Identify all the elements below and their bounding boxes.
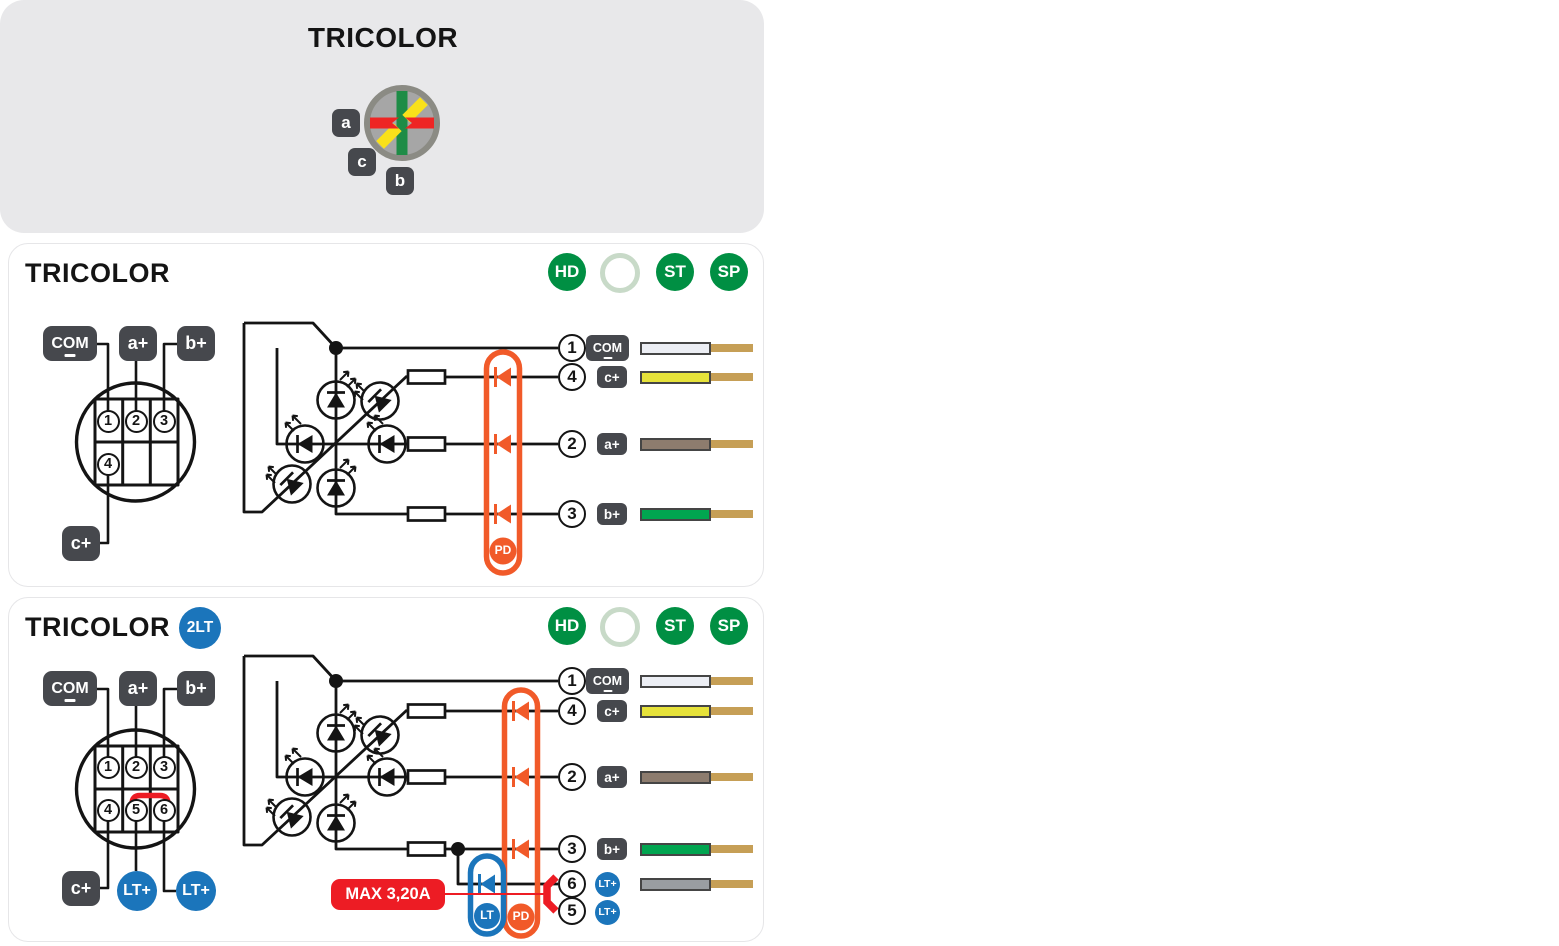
- pin-label-com: COM: [43, 326, 97, 361]
- wire-tip: [711, 773, 753, 781]
- connector-end-view-icon: [364, 85, 440, 161]
- wire-tip: [711, 677, 753, 685]
- com-minus-underline: [603, 356, 612, 359]
- badge-sp: SP: [710, 607, 748, 645]
- max-current-badge: MAX 3,20A: [331, 879, 445, 910]
- variant-badge-2lt: 2LT: [179, 607, 221, 649]
- badge-hd: HD: [548, 607, 586, 645]
- output-label-c-plus: c+: [597, 366, 627, 388]
- output-label-lt-plus: LT+: [595, 871, 620, 897]
- pin-6: 6: [152, 798, 176, 822]
- page-title: TRICOLOR: [307, 22, 459, 53]
- pin-label-c-plus: c+: [62, 871, 100, 906]
- pd-label: PD: [512, 909, 530, 923]
- pin-label-c-plus: c+: [62, 526, 100, 561]
- pin-label-com: COM: [43, 671, 97, 706]
- wire-green: [640, 842, 711, 856]
- output-label-b-plus: b+: [597, 838, 627, 860]
- pin-label-b-plus: b+: [177, 671, 215, 706]
- com-minus-underline: [64, 699, 76, 702]
- output-circle-3: 3: [558, 500, 586, 528]
- pin-1: 1: [96, 755, 120, 779]
- badge-hd: HD: [548, 253, 586, 291]
- wire-yellow: [640, 704, 711, 718]
- output-label-b-plus: b+: [597, 503, 627, 525]
- wire-tip: [711, 707, 753, 715]
- pin-3: 3: [152, 409, 176, 433]
- badge-st: ST: [656, 253, 694, 291]
- wire-brown: [640, 437, 711, 451]
- output-label-c-plus: c+: [597, 700, 627, 722]
- wire-green: [640, 507, 711, 521]
- com-minus-underline: [603, 689, 612, 692]
- panel2-title: TRICOLOR: [25, 612, 170, 642]
- output-circle-1: 1: [558, 334, 586, 362]
- output-label-com-text: COM: [592, 674, 623, 688]
- badge-st: ST: [656, 607, 694, 645]
- badge-empty-circle: [600, 607, 640, 647]
- wire-tip: [711, 845, 753, 853]
- pin-2: 2: [124, 755, 148, 779]
- output-circle-4: 4: [558, 697, 586, 725]
- pin-label-a-plus: a+: [119, 671, 157, 706]
- wire-yellow: [640, 370, 711, 384]
- output-circle-2: 2: [558, 763, 586, 791]
- pin-label-com-text: COM: [51, 679, 89, 697]
- output-circle-1: 1: [558, 667, 586, 695]
- badge-empty-circle: [600, 253, 640, 293]
- output-label-a-plus: a+: [597, 766, 627, 788]
- badge-sp: SP: [710, 253, 748, 291]
- wire-white: [640, 341, 711, 355]
- output-circle-3: 3: [558, 835, 586, 863]
- wire-tip: [711, 440, 753, 448]
- output-circle-5: 5: [558, 897, 586, 925]
- pin-4: 4: [96, 452, 120, 476]
- pin-3: 3: [152, 755, 176, 779]
- wire-white: [640, 674, 711, 688]
- wire-brown: [640, 770, 711, 784]
- output-circle-4: 4: [558, 363, 586, 391]
- pin-label-com-text: COM: [51, 334, 89, 352]
- pin-4: 4: [96, 798, 120, 822]
- pin-5: 5: [124, 798, 148, 822]
- pin-2: 2: [124, 409, 148, 433]
- pin-1: 1: [96, 409, 120, 433]
- wire-tip: [711, 880, 753, 888]
- panel1-title: TRICOLOR: [25, 258, 170, 288]
- wire-tip: [711, 510, 753, 518]
- pd-label: PD: [494, 543, 512, 557]
- tricolor-panel: [8, 243, 764, 587]
- output-label-lt-plus: LT+: [595, 899, 620, 925]
- output-label-com: COM: [586, 335, 629, 361]
- wire-gray: [640, 877, 711, 891]
- pin-label-lt-plus: LT+: [176, 871, 216, 911]
- lt-label: LT: [480, 908, 494, 922]
- output-label-com-text: COM: [592, 341, 623, 355]
- output-label-a-plus: a+: [597, 433, 627, 455]
- com-minus-underline: [64, 354, 76, 357]
- pin-label-lt-plus: LT+: [117, 871, 157, 911]
- output-label-com: COM: [586, 668, 629, 694]
- wire-tip: [711, 344, 753, 352]
- pin-label-a-plus: a+: [119, 326, 157, 361]
- output-circle-2: 2: [558, 430, 586, 458]
- lens-label-b: b: [386, 167, 414, 195]
- lens-label-c: c: [348, 148, 376, 176]
- pin-label-b-plus: b+: [177, 326, 215, 361]
- wire-tip: [711, 373, 753, 381]
- output-circle-6: 6: [558, 870, 586, 898]
- lens-label-a: a: [332, 109, 360, 137]
